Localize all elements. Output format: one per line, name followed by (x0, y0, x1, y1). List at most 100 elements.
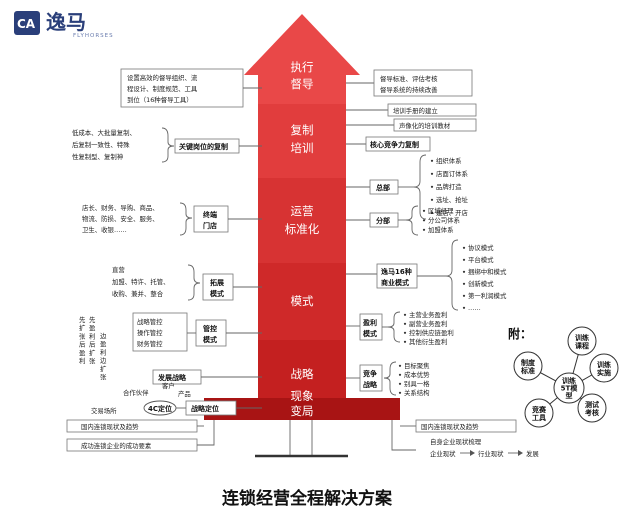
tower-segment-label: 模式 (291, 294, 314, 308)
control-list-box (132, 312, 188, 352)
bullet-icon (403, 331, 407, 334)
appendix-node-circle (524, 398, 554, 428)
bullet-icon (403, 340, 407, 343)
base-bar (204, 398, 400, 420)
right-base-2: 自身企业现状梳理 (430, 437, 482, 446)
hq-item: 组织体系 (436, 156, 462, 165)
tower-segment-label: 复制 (291, 123, 314, 137)
tower-segment-label: 培训 (291, 141, 314, 155)
model-label-box (376, 263, 418, 289)
appendix-center-text: 5T模 (561, 384, 579, 393)
bullet-icon (462, 270, 466, 273)
profit-label-line-2: 模式 (363, 329, 377, 338)
bullet-icon (422, 228, 426, 231)
terminal-label-line-1: 终端 (203, 210, 217, 219)
bullet-icon (462, 294, 466, 297)
bullet-icon (462, 246, 466, 249)
appendix-node-circle (589, 353, 619, 383)
right-annotations: 督导标准、评估考核 督导系统的持续改善 培训手册的建立 声像化的培训教材 核心竞… (346, 69, 539, 458)
hq-item: 店面订体系 (436, 169, 468, 178)
right-base-3-a: 企业现状 (430, 449, 456, 458)
terminal-label-box (193, 205, 229, 233)
vertical-text-col-1: 张 (79, 331, 86, 340)
vertical-text-col-3: 扩 (100, 364, 107, 373)
bullet-icon (430, 185, 434, 188)
copy-list-line-3: 性复制型、复制神 (72, 152, 123, 161)
branch-label: 分部 (376, 216, 390, 225)
compete-item: 关系结构 (404, 388, 430, 397)
vertical-text-col-2: 后 (89, 340, 96, 349)
partners-label: 合作伙伴 (123, 388, 149, 397)
brace (383, 361, 397, 396)
control-list-line-3: 财务管控 (137, 339, 163, 348)
bullet-icon (430, 159, 434, 162)
right-base-3-b: 行业现状 (478, 449, 504, 458)
branch-item: 分公司体系 (428, 216, 460, 225)
appendix-label: 附： (508, 326, 532, 341)
compete-item: 成本优势 (404, 370, 430, 379)
right-base-3-c: 发展 (526, 449, 539, 458)
bullet-icon (462, 258, 466, 261)
profit-item: 副营业务盈利 (409, 319, 447, 328)
model-item: 平台模式 (468, 255, 494, 264)
model-item: 协议模式 (468, 243, 494, 252)
appendix-node-circle (577, 393, 607, 423)
expand-list-line-1: 直营 (112, 265, 125, 274)
copy-label: 关键岗位的复制 (179, 142, 228, 151)
tower-segment-4 (258, 263, 346, 340)
right-supervise-line-1: 督导标准、评估考核 (380, 74, 438, 83)
train2-box (393, 118, 477, 132)
bullet-icon (422, 209, 426, 212)
appendix-node-text: 实施 (597, 368, 611, 377)
appendix-node-text: 课程 (575, 341, 589, 350)
control-list-line-1: 战略管控 (137, 317, 163, 326)
base-label-line-1: 现象 (291, 389, 314, 403)
model-item: 第一利润模式 (468, 291, 507, 300)
appendix-center-circle (553, 372, 585, 404)
vertical-text-col-1: 盈 (79, 349, 86, 357)
left-supervise-line-2: 程设计、制度规范、工具 (127, 84, 198, 93)
tower-neck (258, 388, 346, 398)
brace (413, 154, 427, 220)
appendix-node-text: 训练 (597, 360, 611, 369)
arrow-right-icon (518, 450, 523, 456)
right-supervise-box (373, 69, 473, 97)
vertical-text-col-3: 利 (100, 347, 106, 356)
product-label: 产品 (178, 389, 191, 398)
brace (161, 127, 175, 163)
bullet-icon (462, 282, 466, 285)
vertical-text-col-2: 扩 (89, 348, 96, 357)
arrow-right-icon (470, 450, 475, 456)
tower-segment-label: 督导 (291, 77, 314, 91)
logo-subtitle: FLYHORSES (73, 33, 114, 39)
left-supervise-line-3: 到位（16种督导工具） (127, 95, 193, 104)
terminal-label-line-2: 门店 (203, 221, 217, 230)
terminal-list-line-3: 卫生、收银…… (82, 225, 127, 234)
expand-list-line-2: 加盟、特许、托管、 (112, 277, 170, 286)
vertical-text-col-2: 先 (89, 315, 96, 324)
tower-segment-1 (244, 14, 360, 104)
appendix-center-text: 型 (566, 391, 573, 400)
bullet-icon (398, 373, 402, 376)
appendix-node-text: 制度 (521, 358, 536, 367)
core-copy-box (365, 136, 431, 152)
right-base-box-1 (415, 419, 517, 433)
tower-segment-label: 战略 (291, 367, 314, 381)
appendix-node-text: 训练 (575, 333, 589, 342)
vertical-text-col-1: 后 (79, 340, 86, 349)
vertical-text-col-2: 盈 (89, 324, 96, 332)
brace (445, 239, 459, 311)
logo-mark-text: CA (17, 17, 36, 31)
pos-label: 战略定位 (191, 404, 219, 413)
expand-label-line-2: 模式 (210, 289, 224, 298)
appendix-node-text: 工具 (532, 413, 546, 422)
vertical-text-col-3: 盈 (100, 340, 107, 348)
vertical-text-col-1: 利 (79, 356, 85, 365)
left-base-2: 成功连锁企业的成功要素 (81, 441, 152, 450)
